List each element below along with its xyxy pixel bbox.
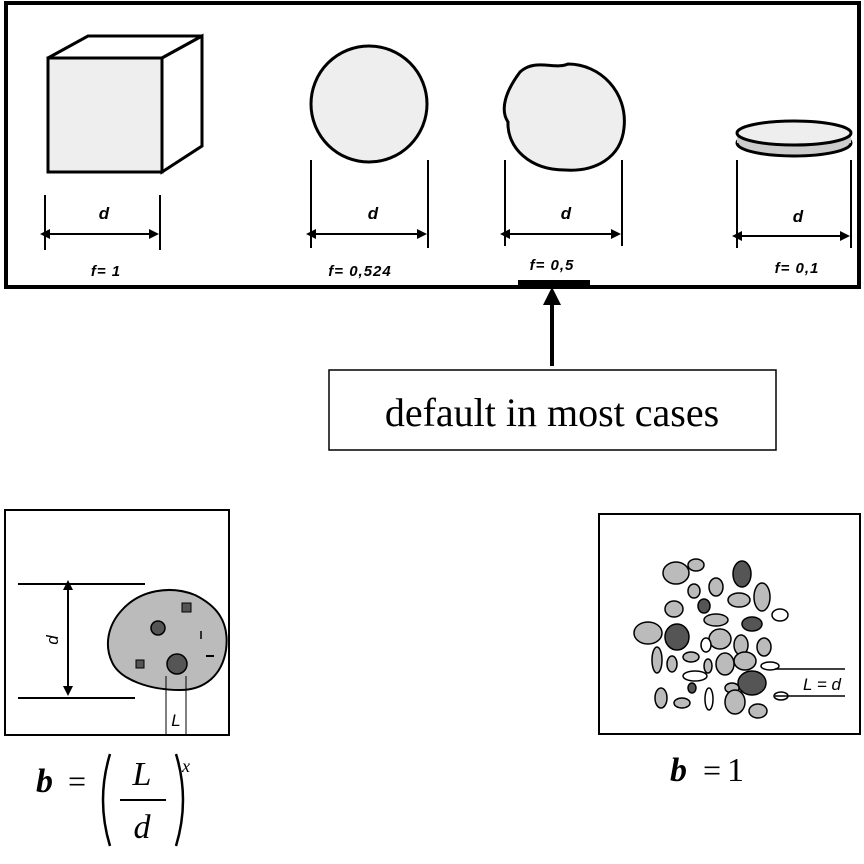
particle-detail-panel: d L <box>4 509 230 736</box>
sphere-dim-label: d <box>368 204 379 223</box>
unity-formula: b = 1 <box>670 752 744 789</box>
default-marker-bar <box>518 280 590 287</box>
callout-arrow <box>543 287 561 366</box>
cube-dimension <box>40 195 161 250</box>
cube-dim-label: d <box>99 204 110 223</box>
sphere-f-label: f= 0,524 <box>328 263 391 280</box>
callout-text: default in most cases <box>385 390 719 435</box>
aggregate-particle <box>106 589 228 692</box>
cube-shape <box>46 33 204 175</box>
formula-rhs-lhs: b <box>670 752 687 789</box>
shape-factor-panel: d f= 1 d f= 0,524 d f= 0,5 <box>4 1 861 289</box>
l-equals-d-label: L = d <box>803 675 842 694</box>
irregular-dim-label: d <box>561 204 572 223</box>
formula-rhs-eq: = <box>703 752 721 788</box>
disc-dimension <box>732 160 852 248</box>
cube-f-label: f= 1 <box>91 263 121 280</box>
sphere-shape <box>309 44 429 164</box>
d-label: d <box>43 635 62 645</box>
inclusion <box>135 659 145 669</box>
sphere-dimension <box>306 160 429 248</box>
right-panel-frame <box>598 513 861 735</box>
inclusion <box>181 602 192 613</box>
particle-cluster <box>633 558 789 719</box>
formula-eq: = <box>68 763 86 799</box>
formula-exponent: x <box>181 756 190 776</box>
irregular-dimension <box>500 160 623 246</box>
formula-denominator: d <box>134 809 152 846</box>
l-label: L <box>171 711 180 730</box>
callout-box <box>328 369 777 451</box>
disc-dim-label: d <box>793 207 804 226</box>
inclusion <box>150 620 166 636</box>
formula-numerator: L <box>132 756 152 793</box>
disc-f-label: f= 0,1 <box>775 260 820 277</box>
left-panel-frame <box>4 509 230 736</box>
irregular-shape <box>502 62 626 172</box>
formula-rhs-value: 1 <box>727 752 744 789</box>
disc-shape <box>735 119 853 158</box>
particle-cluster-panel: L = d <box>598 513 861 735</box>
inclusion <box>166 653 188 675</box>
power-law-formula: b = L d x <box>36 753 190 847</box>
irregular-f-label: f= 0,5 <box>530 257 575 274</box>
panel-frame <box>4 1 861 289</box>
formula-lhs: b <box>36 763 53 800</box>
